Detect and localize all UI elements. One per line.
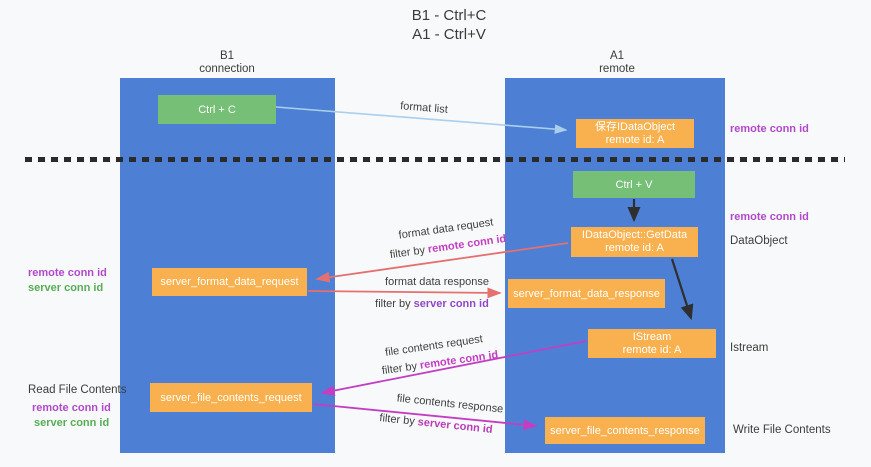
remote-conn-id-label-top-right: remote conn id bbox=[730, 123, 809, 135]
title-line-1: B1 - Ctrl+C bbox=[411, 7, 487, 24]
left-column-header: B1 connection bbox=[147, 50, 307, 76]
dataobject-label: DataObject bbox=[730, 235, 788, 247]
left-column-subtitle: connection bbox=[199, 63, 255, 75]
diagram-title: B1 - Ctrl+C A1 - Ctrl+V bbox=[349, 6, 549, 44]
server-conn-id-label-left-1: server conn id bbox=[28, 282, 104, 294]
server-file-contents-request-box: server_file_contents_request bbox=[150, 383, 312, 412]
server-format-data-request-box: server_format_data_request bbox=[152, 268, 307, 296]
write-file-contents-label: Write File Contents bbox=[733, 424, 831, 436]
ctrl-v-box: Ctrl + V bbox=[573, 171, 695, 198]
file-contents-response-label: file contents response bbox=[396, 392, 504, 416]
right-column-subtitle: remote bbox=[599, 63, 635, 75]
istream-line2: remote id: A bbox=[622, 343, 682, 356]
save-dataobject-line2: remote id: A bbox=[605, 133, 665, 146]
remote-conn-id-label-mid-right: remote conn id bbox=[730, 211, 809, 223]
ctrl-v-label: Ctrl + V bbox=[615, 178, 653, 191]
read-file-contents-label: Read File Contents bbox=[28, 384, 127, 396]
format-data-response-label: format data response bbox=[385, 276, 489, 288]
getdata-line2: remote id: A bbox=[605, 242, 664, 254]
ctrl-c-box: Ctrl + C bbox=[158, 95, 276, 124]
server-file-contents-response-label: server_file_contents_response bbox=[550, 424, 700, 437]
save-dataobject-line1: 保存IDataObject bbox=[594, 120, 676, 133]
server-format-data-response-label: server_format_data_response bbox=[513, 287, 660, 300]
format-list-label: format list bbox=[399, 100, 449, 116]
istream-line1: IStream bbox=[632, 330, 672, 343]
server-format-data-response-box: server_format_data_response bbox=[508, 279, 665, 308]
server-conn-id-text: server conn id bbox=[417, 416, 494, 436]
right-column-name: A1 bbox=[609, 50, 625, 62]
filter-by-text: filter by bbox=[378, 412, 416, 428]
title-line-2: A1 - Ctrl+V bbox=[412, 26, 486, 43]
remote-conn-id-label-left-2: remote conn id bbox=[32, 402, 111, 414]
server-conn-id-text: server conn id bbox=[413, 298, 489, 310]
filter-by-text: filter by bbox=[381, 360, 418, 378]
server-format-data-request-label: server_format_data_request bbox=[160, 276, 299, 288]
format-data-response-arrow bbox=[307, 287, 502, 299]
getdata-box: IDataObject::GetData remote id: A bbox=[571, 227, 698, 257]
getdata-line1: IDataObject::GetData bbox=[581, 229, 688, 241]
separator-dashed-line bbox=[25, 157, 845, 162]
ctrl-c-label: Ctrl + C bbox=[198, 103, 236, 116]
istream-side-label: Istream bbox=[730, 342, 769, 354]
save-dataobject-box: 保存IDataObject remote id: A bbox=[576, 119, 694, 148]
server-file-contents-request-label: server_file_contents_request bbox=[160, 391, 302, 404]
filter-by-text: filter by bbox=[389, 244, 426, 262]
left-column-name: B1 bbox=[219, 50, 235, 62]
istream-box: IStream remote id: A bbox=[588, 329, 716, 358]
filter-by-text: filter by bbox=[375, 298, 411, 310]
remote-conn-id-label-left-1: remote conn id bbox=[28, 267, 107, 279]
remote-conn-id-text: remote conn id bbox=[427, 232, 507, 256]
server-conn-id-label-left-2: server conn id bbox=[34, 417, 110, 429]
right-column-header: A1 remote bbox=[537, 50, 697, 76]
server-file-contents-response-box: server_file_contents_response bbox=[545, 417, 705, 444]
